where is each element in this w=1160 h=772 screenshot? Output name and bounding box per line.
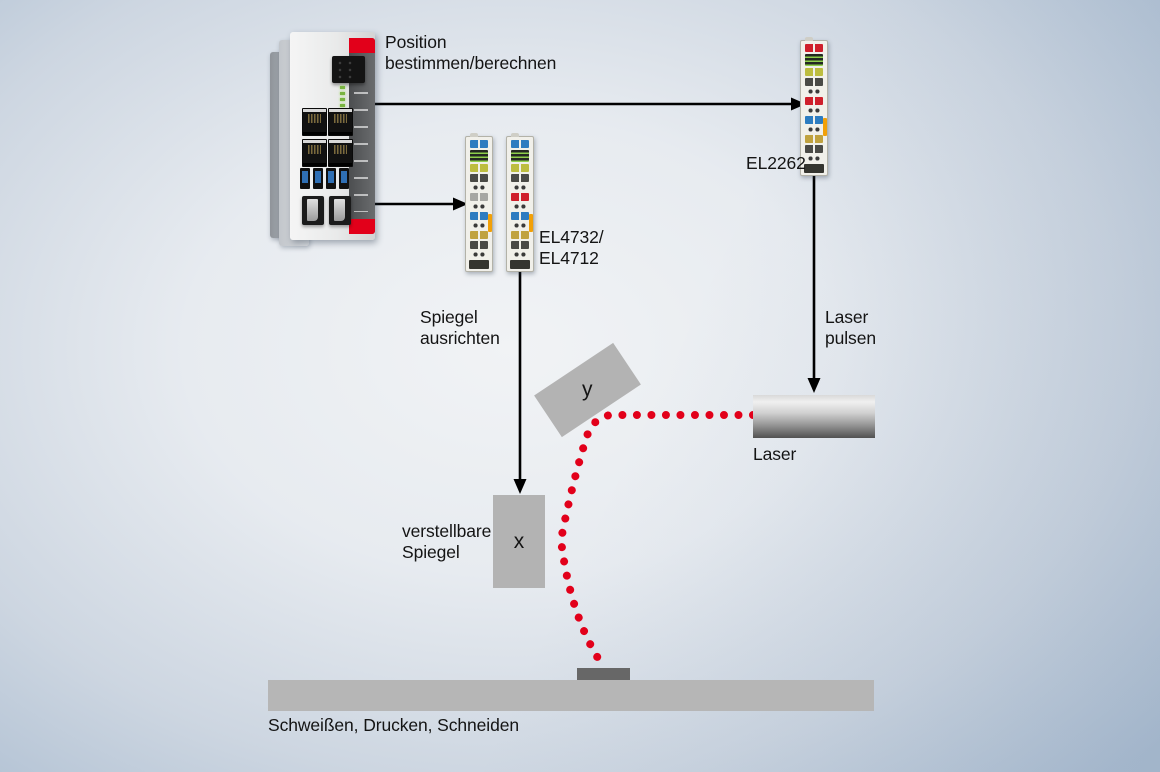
usb-port-icon (300, 168, 310, 189)
led-icon (340, 98, 345, 101)
terminal-segment-blue (805, 116, 823, 124)
terminal-segment-tan (511, 231, 529, 239)
terminal-segment-holes (511, 251, 529, 258)
power-connector (332, 56, 365, 83)
workbench (268, 680, 874, 711)
ethercat-terminal-el4712 (506, 133, 534, 272)
label-verstellbare-spiegel: verstellbare Spiegel (402, 521, 492, 562)
terminal-segment-blue (511, 212, 529, 220)
led-icon (340, 86, 345, 89)
terminal-segment-tan (805, 135, 823, 143)
pc-body (290, 32, 375, 240)
terminal-segment-led (805, 54, 823, 66)
terminal-segment-holesclip (470, 214, 492, 232)
terminal-segment-tan (470, 231, 488, 239)
label-el2262: EL2262 (746, 153, 806, 173)
label-position-bestimmen: Position bestimmen/berechnen (385, 32, 557, 73)
usb-port-icon (339, 168, 349, 189)
terminal-segment-holes (470, 184, 488, 191)
terminal-segment-holes (511, 203, 529, 210)
terminal-segment-footer (510, 260, 530, 269)
terminal-segment-holes (511, 184, 529, 191)
ethernet-port-icon (328, 139, 353, 167)
terminal-segment-dark (805, 145, 823, 153)
displayport-ports (302, 196, 351, 225)
terminal-segment-holesclip (805, 118, 827, 136)
embedded-pc (270, 28, 380, 246)
terminal-segment-dark (470, 241, 488, 249)
terminal-segment-footer (469, 260, 489, 269)
status-leds (340, 86, 345, 107)
terminal-segment-footer (804, 164, 824, 173)
ethercat-terminal-el2262 (800, 37, 828, 176)
terminal-segment-led (511, 150, 529, 162)
terminal-segment-khaki (470, 164, 488, 172)
terminal-segment-holesclip (511, 214, 533, 232)
mirror-y-label: y (582, 378, 593, 401)
ethercat-terminal-el4732 (465, 133, 493, 272)
terminal-segment-holes (805, 88, 823, 95)
pc-red-accent-top (349, 38, 375, 53)
workpiece (577, 668, 630, 680)
terminal-segment-khaki (511, 164, 529, 172)
terminal-segment-dark (511, 174, 529, 182)
terminal-segment-silver (470, 193, 488, 201)
laser-beam-dotted (556, 411, 757, 667)
terminal-segment-red (511, 193, 529, 201)
displayport-icon (302, 196, 324, 225)
terminal-segment-blue (470, 212, 488, 220)
terminal-segment-led (470, 150, 488, 162)
displayport-icon (329, 196, 351, 225)
terminal-segment-red (805, 44, 823, 52)
usb-port-icon (326, 168, 336, 189)
terminal-segment-khaki (805, 68, 823, 76)
laser-device (753, 395, 875, 438)
ethernet-port-icon (302, 108, 327, 136)
terminal-segment-dark (511, 241, 529, 249)
terminal-segment-blue (470, 140, 488, 148)
terminal-segment-holes (805, 155, 823, 162)
label-laser-pulsen: Laser pulsen (825, 307, 876, 348)
terminal-segment-dark (805, 78, 823, 86)
terminal-segment-dark (470, 174, 488, 182)
terminal-segment-holes (470, 203, 488, 210)
led-icon (340, 92, 345, 95)
label-laser: Laser (753, 444, 797, 464)
led-icon (340, 104, 345, 107)
pc-red-accent-bottom (349, 219, 375, 234)
terminal-segment-holes (805, 107, 823, 114)
mirror-x: x (493, 495, 545, 588)
ethernet-ports (302, 108, 353, 167)
terminal-segment-holes (470, 251, 488, 258)
terminal-segment-red (805, 97, 823, 105)
usb-port-icon (313, 168, 323, 189)
mirror-x-label: x (513, 529, 525, 553)
terminal-segment-blue (511, 140, 529, 148)
ethernet-port-icon (328, 108, 353, 136)
label-el4732-el4712: EL4732/ EL4712 (539, 227, 604, 268)
label-spiegel-ausrichten: Spiegel ausrichten (420, 307, 500, 348)
usb-ports (300, 168, 349, 189)
label-applications: Schweißen, Drucken, Schneiden (268, 715, 519, 735)
ethernet-port-icon (302, 139, 327, 167)
